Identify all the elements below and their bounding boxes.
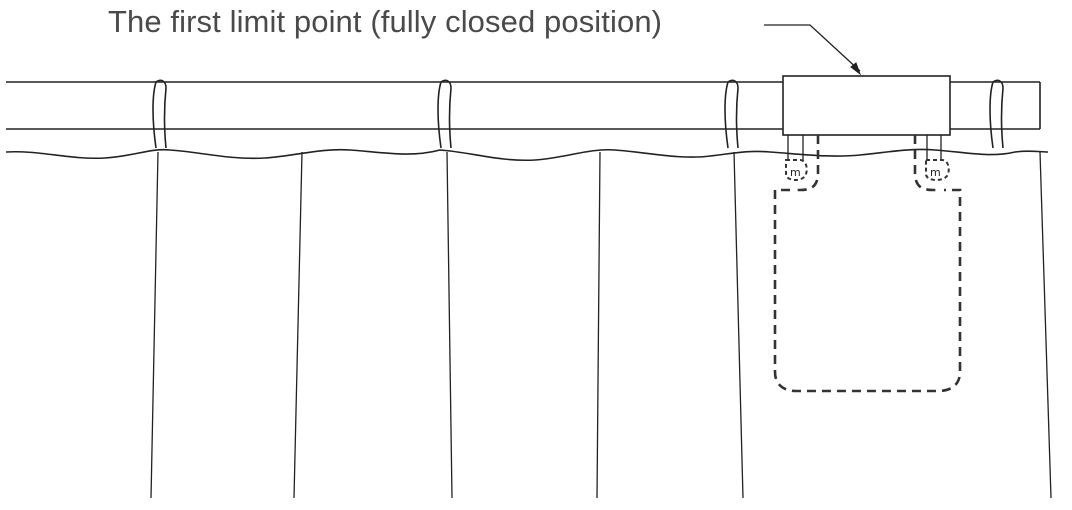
curtain-pleat [446, 151, 453, 499]
right-runner: m [913, 135, 950, 192]
curtain-pleat [293, 151, 303, 499]
curtain-rings [152, 79, 1004, 149]
motor-head [782, 75, 951, 136]
curtain-ring [724, 79, 739, 149]
curtain-ring [989, 79, 1004, 149]
svg-text:m: m [930, 166, 941, 179]
curtain-pleats [150, 151, 1052, 499]
callout-arrowhead [850, 62, 862, 76]
callout-leader-line [764, 24, 861, 72]
limit-point-callout-label: The first limit point (fully closed posi… [108, 4, 663, 39]
svg-text:m: m [790, 166, 801, 179]
curtain-top-edge [5, 148, 1049, 162]
curtain-pleat [596, 151, 601, 499]
hidden-motor-body [773, 188, 962, 393]
curtain-ring [437, 79, 452, 149]
curtain-pleat [733, 151, 744, 499]
curtain-ring [152, 79, 167, 149]
left-runner: m [785, 135, 820, 192]
curtain-pleat [150, 151, 159, 499]
curtain-pleat [1039, 151, 1052, 499]
